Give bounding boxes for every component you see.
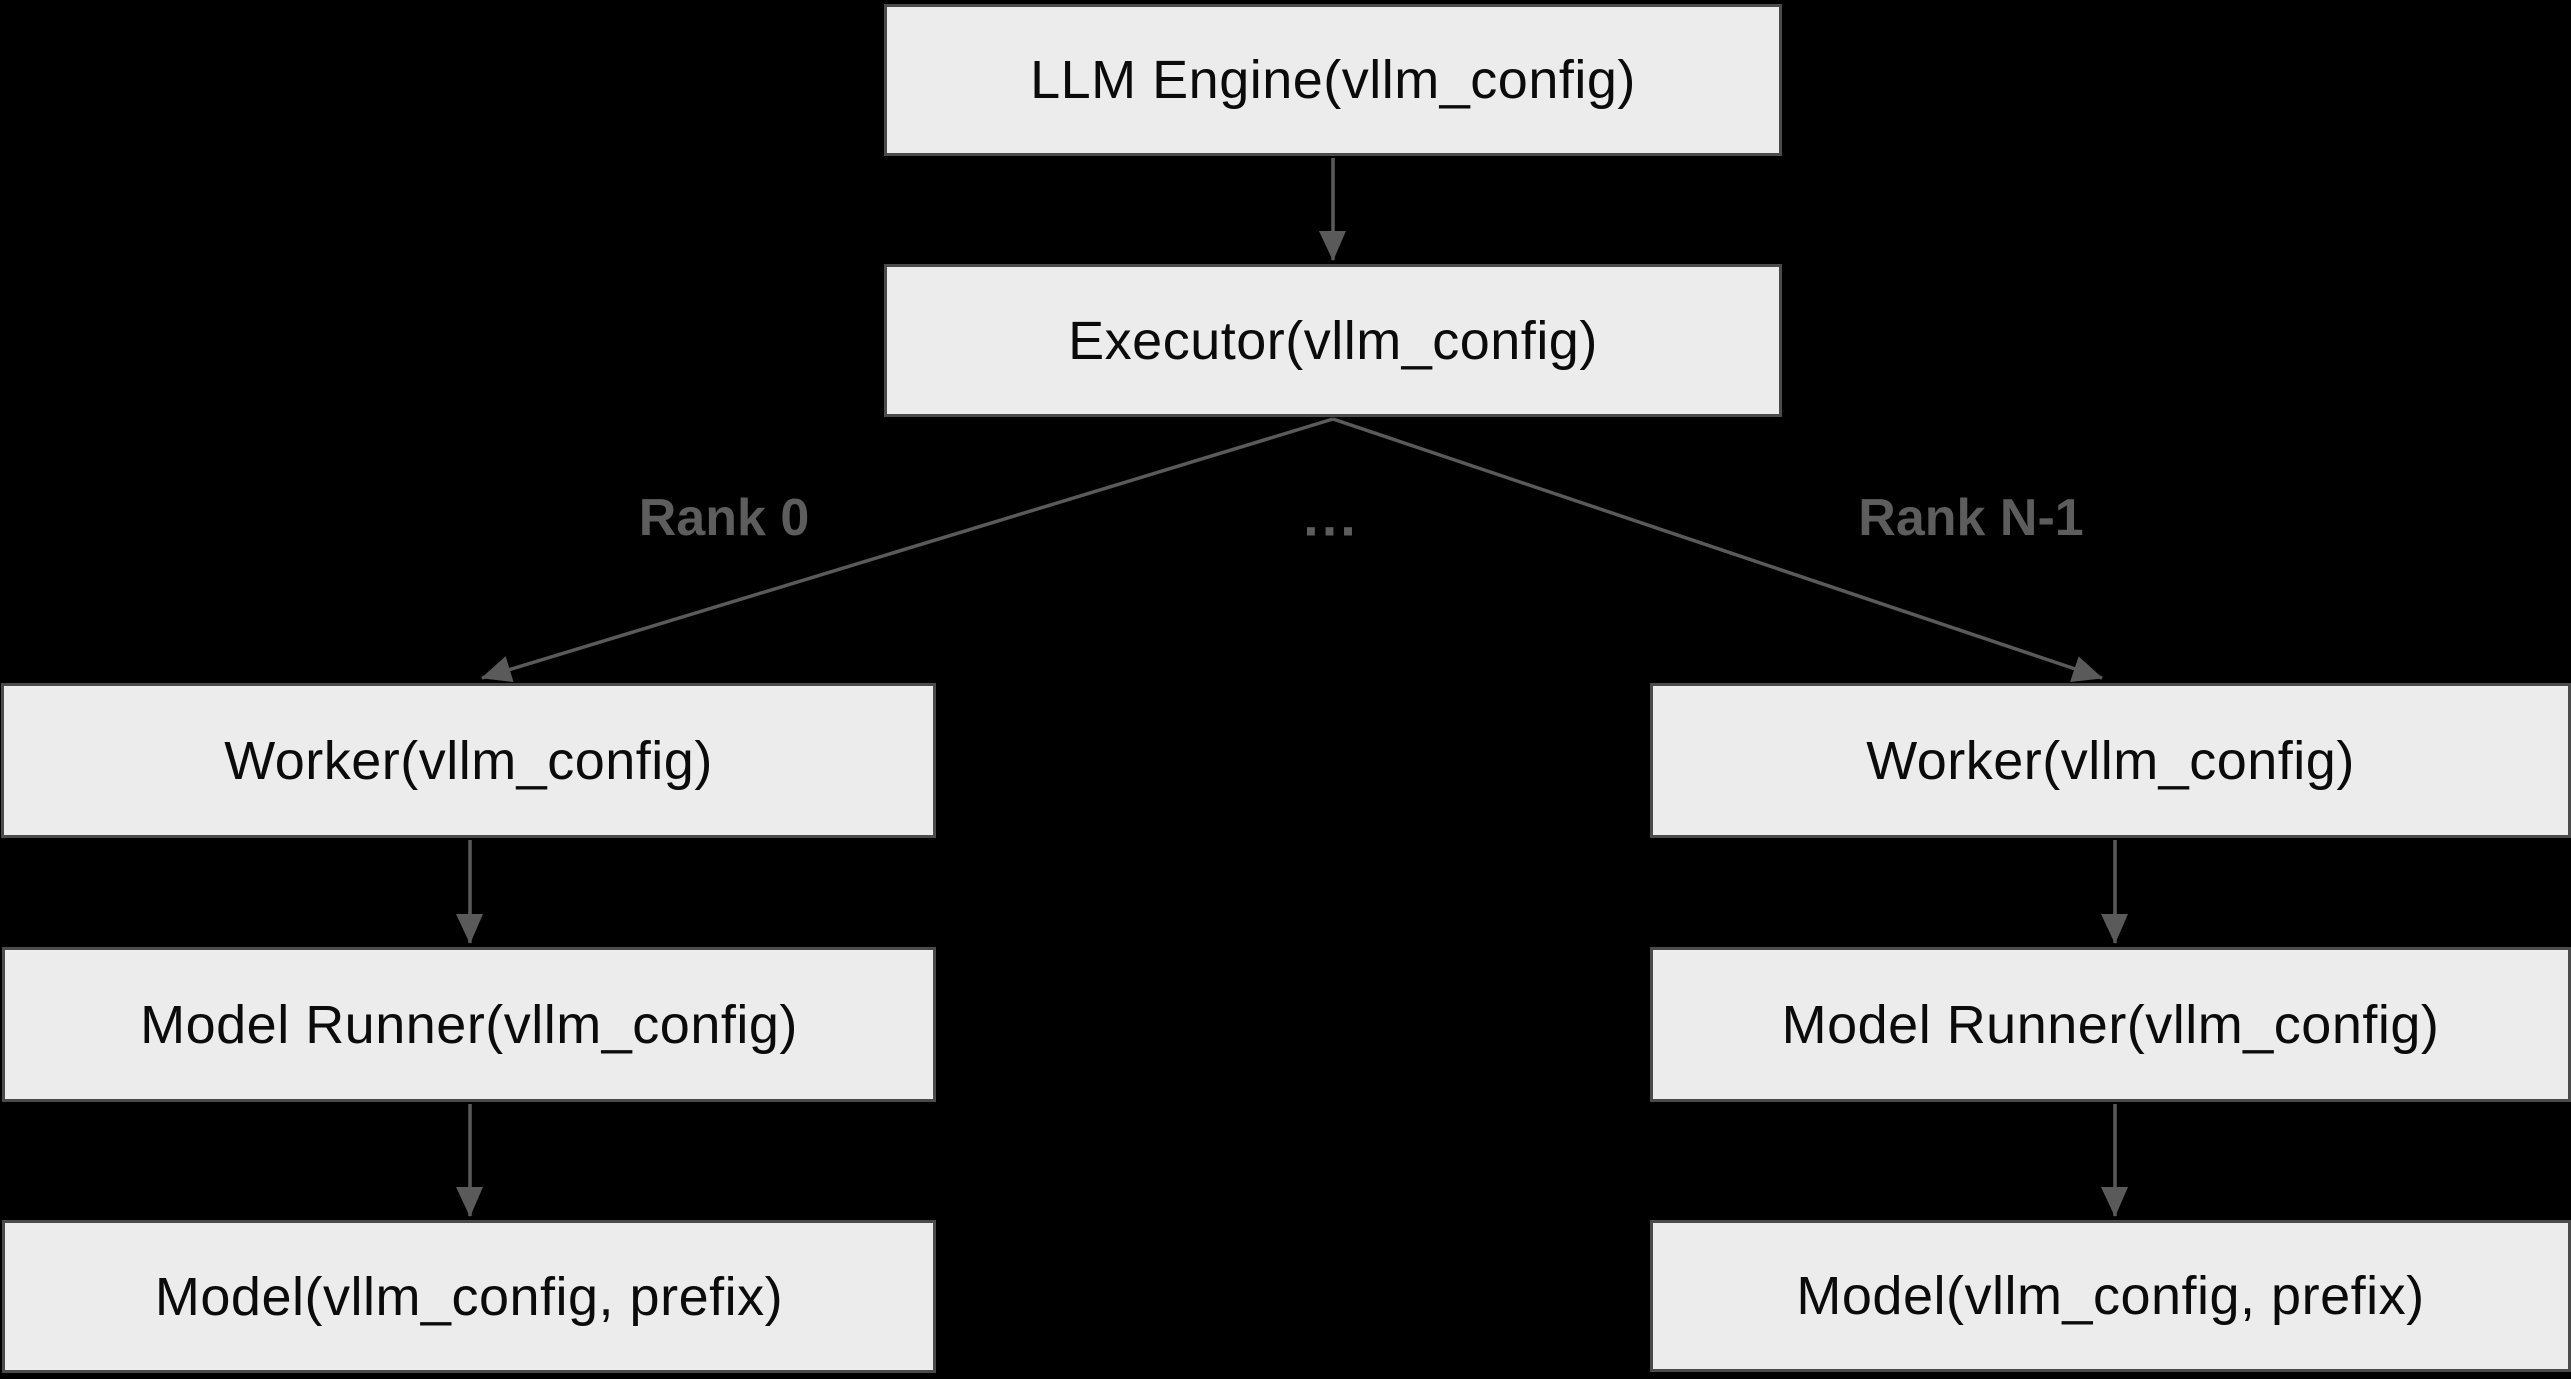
node-llm-engine-label: LLM Engine(vllm_config) [1030,50,1636,110]
node-llm-engine: LLM Engine(vllm_config) [884,4,1782,156]
node-model-rank-0: Model(vllm_config, prefix) [2,1220,936,1373]
node-worker-rank-0: Worker(vllm_config) [1,683,936,838]
node-model-rank-n-1-label: Model(vllm_config, prefix) [1796,1266,2425,1326]
node-worker-rank-0-label: Worker(vllm_config) [224,730,713,791]
edge-label-rank-n-1: Rank N-1 [1858,489,2084,547]
node-model-runner-rank-0: Model Runner(vllm_config) [2,947,936,1102]
node-executor-label: Executor(vllm_config) [1068,310,1598,371]
edge-executor-to-worker-right [1332,417,2103,683]
node-model-runner-rank-n-1: Model Runner(vllm_config) [1650,947,2571,1102]
node-model-rank-n-1: Model(vllm_config, prefix) [1650,1220,2571,1372]
node-model-runner-rank-0-label: Model Runner(vllm_config) [140,994,798,1055]
node-model-rank-0-label: Model(vllm_config, prefix) [154,1266,784,1327]
node-worker-rank-n-1: Worker(vllm_config) [1650,683,2571,838]
node-model-runner-rank-n-1-label: Model Runner(vllm_config) [1781,994,2440,1055]
edge-label-ellipsis: ... [1303,484,1359,548]
node-executor: Executor(vllm_config) [884,264,1782,417]
edge-executor-to-worker-left [481,417,1334,682]
node-worker-rank-n-1-label: Worker(vllm_config) [1866,730,2355,791]
edge-label-rank-0: Rank 0 [638,489,810,547]
